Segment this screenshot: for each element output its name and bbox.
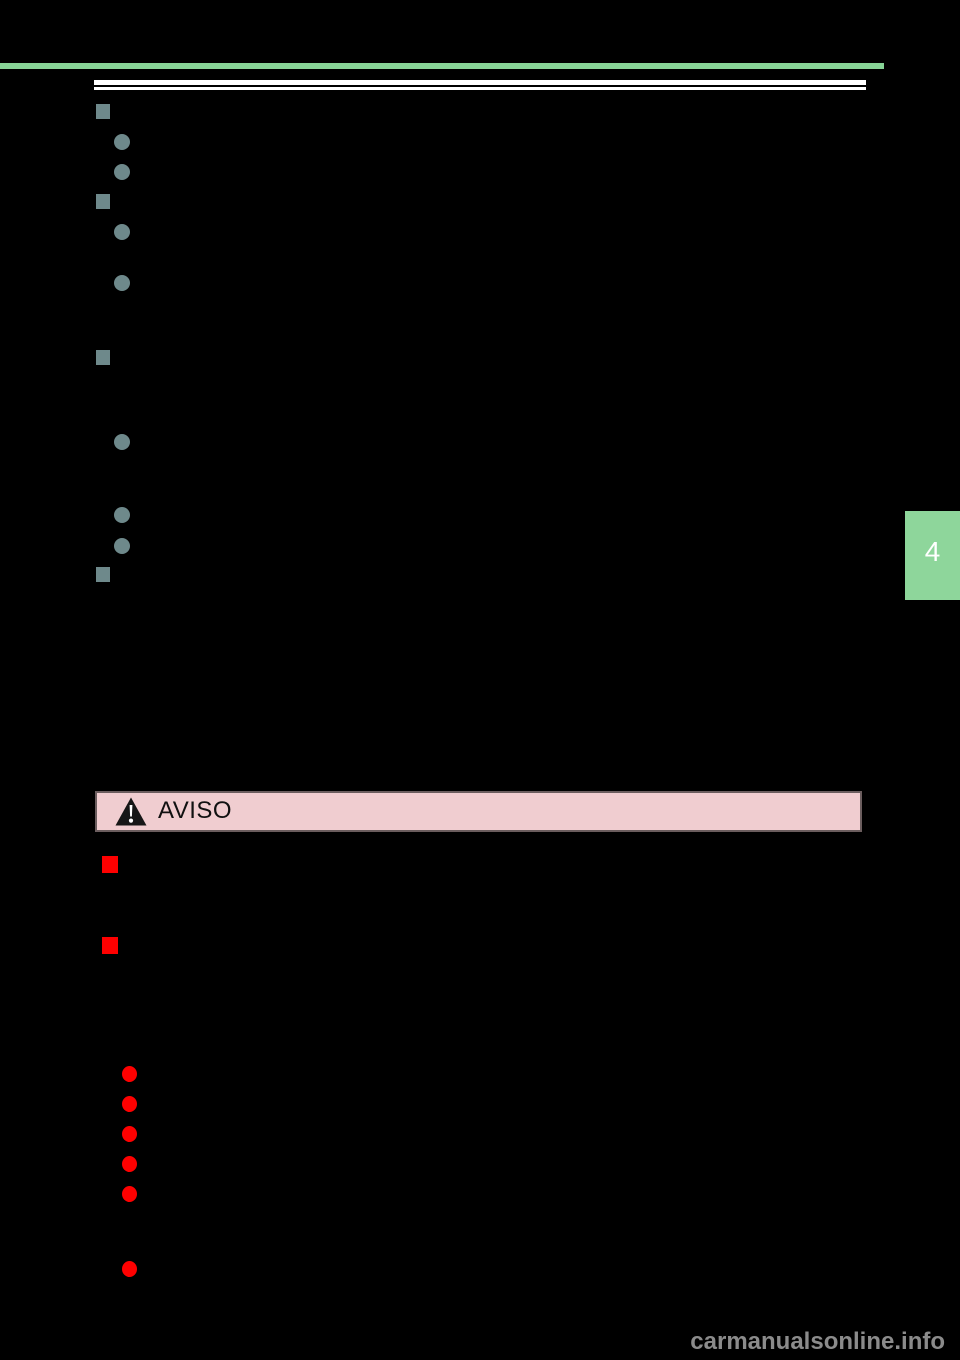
header-double-rule <box>94 80 866 90</box>
bullet-marker <box>114 224 130 240</box>
bullet-marker <box>114 275 130 291</box>
section-square-marker <box>96 104 110 119</box>
warning-bullet-marker <box>122 1096 137 1112</box>
rule-line-thin <box>94 87 866 90</box>
rule-gap <box>94 85 866 87</box>
warning-triangle-icon <box>115 797 147 826</box>
warning-bullet-marker <box>122 1066 137 1082</box>
warning-square-marker <box>102 856 118 873</box>
warning-banner: AVISO <box>95 791 862 832</box>
bullet-marker <box>114 164 130 180</box>
warning-square-marker <box>102 937 118 954</box>
chapter-tab: 4 <box>905 511 960 600</box>
chapter-number: 4 <box>924 535 941 567</box>
bullet-marker <box>114 134 130 150</box>
warning-bullet-marker <box>122 1261 137 1277</box>
warning-bullet-marker <box>122 1186 137 1202</box>
rule-line-thick <box>94 80 866 85</box>
section-square-marker <box>96 350 110 365</box>
section-square-marker <box>96 567 110 582</box>
warning-bullet-marker <box>122 1156 137 1172</box>
site-watermark: carmanualsonline.info <box>690 1328 945 1355</box>
warning-bullet-marker <box>122 1126 137 1142</box>
bullet-marker <box>114 507 130 523</box>
bullet-marker <box>114 538 130 554</box>
warning-banner-label: AVISO <box>158 796 233 824</box>
header-accent-bar <box>0 63 884 69</box>
section-square-marker <box>96 194 110 209</box>
bullet-marker <box>114 434 130 450</box>
